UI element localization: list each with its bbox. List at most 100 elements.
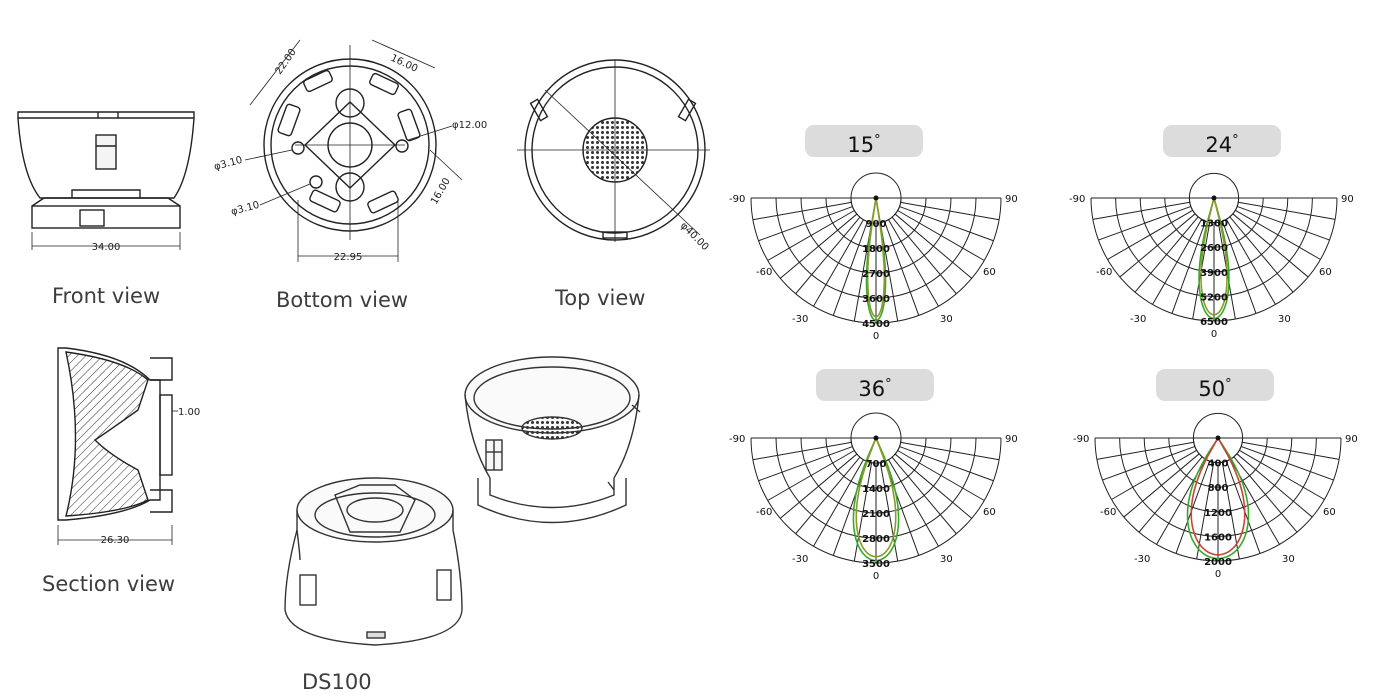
polar-spoke [795,216,861,295]
candela-tick-label: 2000 [1204,557,1232,568]
section-dim-offset: 1.00 [178,407,200,418]
polar-spoke [1236,453,1313,518]
polar-spoke [897,210,985,261]
polar-spoke [795,456,861,535]
candela-tick-label: 4500 [862,319,890,330]
polar-spoke [888,459,939,547]
candela-tick-label: 700 [866,459,887,470]
top-view-drawing [517,59,710,242]
candela-tick-label: 2600 [1200,243,1228,254]
beam-angle-badge-24: 24° [1163,125,1281,157]
candela-tick-label: 6500 [1200,317,1228,328]
polar-spoke [1221,220,1257,314]
angle-label: 90 [1005,434,1018,445]
polar-spoke [1225,219,1276,305]
polar-spoke [1240,445,1334,481]
candela-tick-label: 1800 [862,244,890,255]
polar-spoke [894,453,973,519]
polar-spoke [894,213,973,279]
polar-spoke [1107,209,1193,260]
holder-base-render [284,477,463,646]
polar-spoke [884,221,920,316]
polar-spoke [758,206,853,242]
section-dim-width: 26.30 [101,535,130,546]
polar-spoke [1235,209,1321,260]
polar-spoke [1152,219,1203,305]
bottom-dim-hole-upper: φ3.10 [213,155,244,173]
bottom-dim-width: 22.95 [334,252,363,263]
caption-section-view: Section view [42,572,176,596]
polar-spoke [1236,205,1330,241]
beam-angle-value: 15 [847,133,875,157]
polar-source-circle [850,412,902,464]
angle-label: 30 [940,554,953,565]
beam-lobe-2 [1190,436,1246,556]
polar-spoke [1238,201,1336,220]
polar-spoke [767,210,855,261]
candela-tick-label: 1600 [1204,532,1232,543]
angle-label: 30 [940,314,953,325]
polar-origin [873,435,879,441]
caption-top-view: Top view [555,286,646,310]
section-view-drawing [57,347,178,545]
polar-spoke [1242,441,1340,460]
angle-label: -60 [756,267,772,278]
polar-spoke [900,201,1000,221]
polar-spoke [1111,449,1197,500]
degree-symbol: ° [874,133,881,148]
beam-angle-value: 24 [1205,133,1233,157]
angle-label: 90 [1005,194,1018,205]
angle-label: 30 [1278,314,1291,325]
polar-spoke [758,446,853,482]
angle-label: 60 [1323,507,1336,518]
polar-spoke [1102,445,1196,481]
polar-spoke [1134,216,1199,293]
polar-spoke [891,456,957,535]
caption-model: DS100 [302,670,372,694]
candela-tick-label: 3900 [1200,268,1228,279]
degree-symbol: ° [1232,133,1239,148]
polar-spoke [897,450,985,501]
angle-label: -60 [1100,507,1116,518]
beam-lobe-1 [852,435,900,562]
polar-spoke [752,441,852,461]
polar-origin [873,195,879,201]
polar-spoke [752,201,852,221]
angle-label: 60 [983,267,996,278]
polar-origin [1211,195,1217,201]
angle-label: -30 [792,314,808,325]
candela-tick-label: 5200 [1200,292,1228,303]
polar-source-circle [1188,172,1240,224]
beam-angle-badge-50: 50° [1156,369,1274,401]
front-view-drawing [17,111,195,250]
caption-front-view: Front view [52,284,161,308]
angle-label: -30 [1130,314,1146,325]
angle-label: -90 [729,194,745,205]
candela-tick-label: 2700 [862,269,890,280]
angle-label: 30 [1282,554,1295,565]
polar-spoke [813,459,864,547]
candela-tick-label: 3600 [862,294,890,305]
polar-spoke [888,219,939,307]
degree-symbol: ° [1225,377,1232,392]
bottom-dim-hole-lower: φ3.10 [230,200,261,218]
angle-label: 90 [1345,434,1358,445]
polar-spoke [767,450,855,501]
angle-label: 60 [1319,267,1332,278]
polar-spoke [899,206,994,242]
angle-label: -30 [1134,554,1150,565]
polar-spoke [900,441,1000,461]
angle-label: 0 [1211,329,1217,340]
candela-tick-label: 2100 [862,509,890,520]
polar-source-circle [850,172,902,224]
polar-spoke [813,219,864,307]
bottom-dim-top-left: 22.00 [273,47,298,77]
polar-origin [1215,435,1221,441]
beam-lobe-1 [1198,195,1230,320]
angle-label: 0 [873,571,879,582]
candela-tick-label: 1200 [1204,508,1232,519]
beam-angle-badge-36: 36° [816,369,934,401]
